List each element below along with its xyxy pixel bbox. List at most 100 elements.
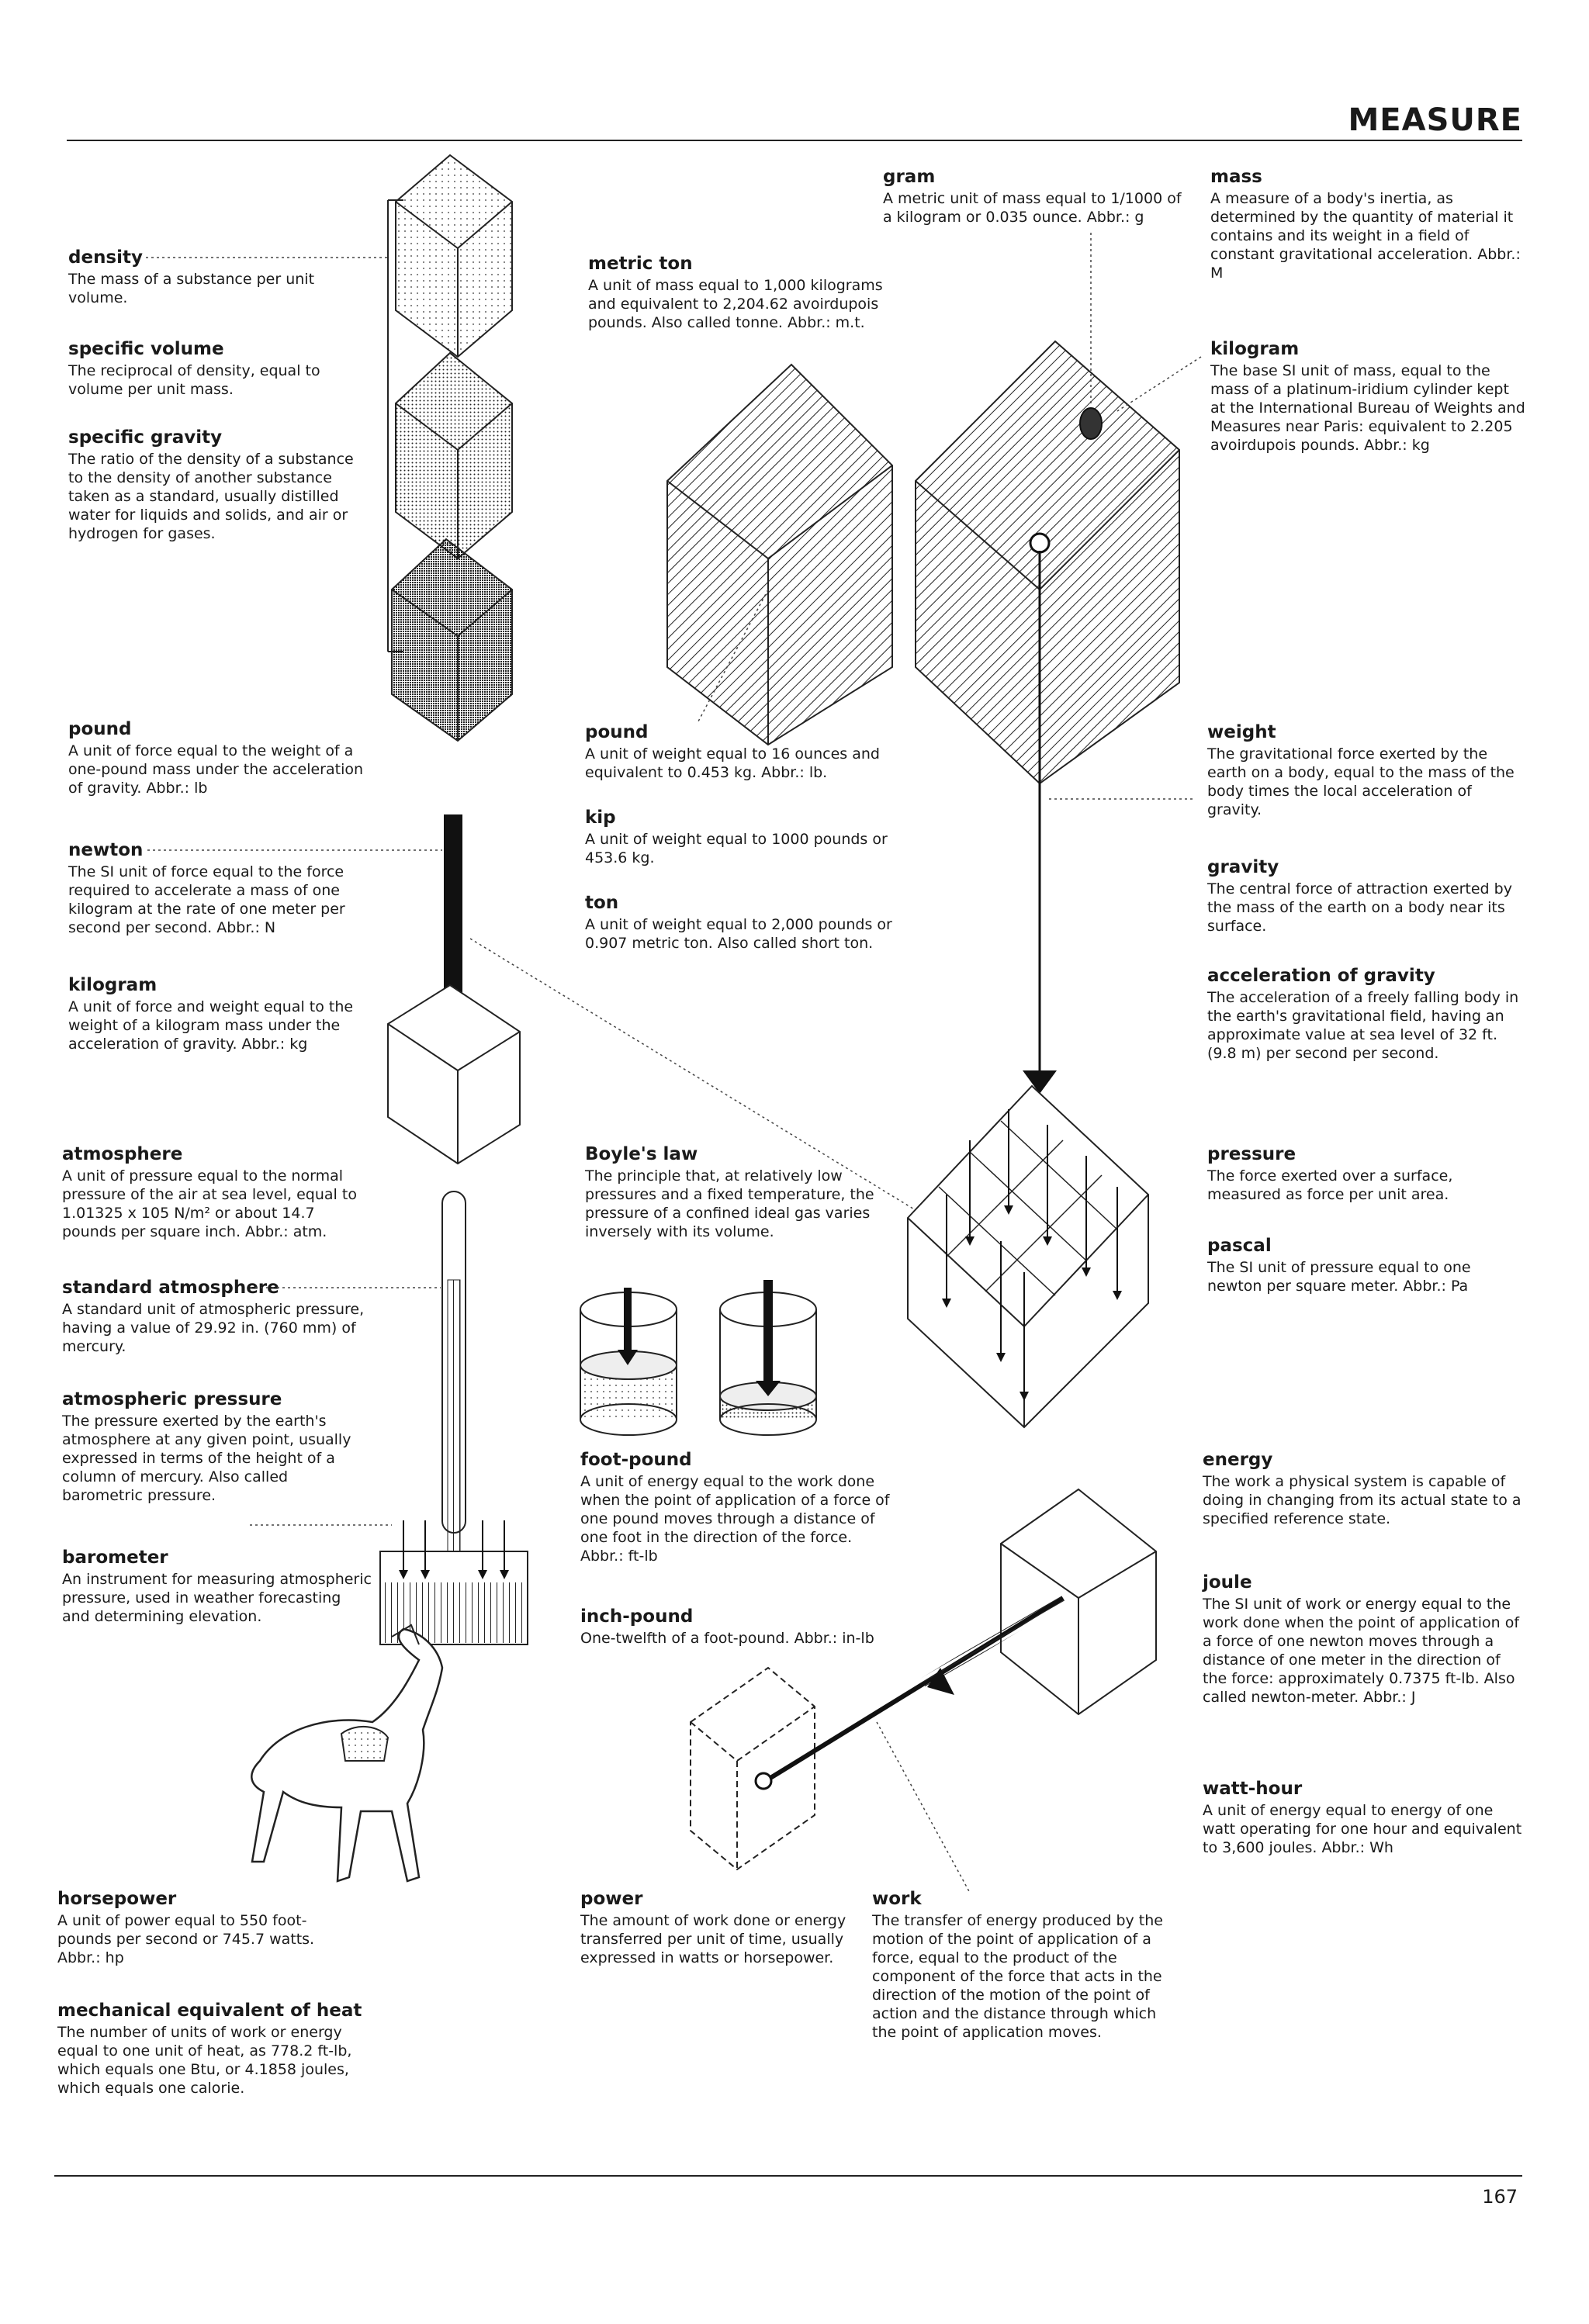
term-gram: gram — [883, 167, 936, 187]
def-foot-pound: A unit of energy equal to the work done … — [580, 1473, 890, 1565]
entry-gram: gram A metric unit of mass equal to 1/10… — [883, 166, 1193, 227]
header-rule — [67, 140, 1522, 141]
term-kip: kip — [585, 808, 616, 828]
entry-acceleration-of-gravity: acceleration of gravity The acceleration… — [1207, 965, 1525, 1063]
def-pound-force: A unit of force equal to the weight of a… — [68, 742, 364, 797]
def-acceleration-of-gravity: The acceleration of a freely falling bod… — [1207, 989, 1519, 1062]
term-boyles-law: Boyle's law — [585, 1144, 698, 1164]
def-pascal: The SI unit of pressure equal to one new… — [1207, 1259, 1471, 1295]
term-pascal: pascal — [1207, 1236, 1272, 1256]
term-kilogram-mass: kilogram — [1210, 339, 1300, 359]
def-specific-volume: The reciprocal of density, equal to volu… — [68, 362, 320, 398]
entry-watt-hour: watt-hour A unit of energy equal to ener… — [1203, 1778, 1528, 1857]
entry-horsepower: horsepower A unit of power equal to 550 … — [57, 1888, 337, 1967]
entry-kilogram-mass: kilogram The base SI unit of mass, equal… — [1210, 338, 1528, 455]
def-pressure: The force exerted over a surface, measur… — [1207, 1167, 1453, 1203]
def-work: The transfer of energy produced by the m… — [872, 1912, 1163, 2041]
kilogram-cube — [915, 233, 1202, 1094]
entry-specific-volume: specific volume The reciprocal of densit… — [68, 338, 363, 399]
entry-barometer: barometer An instrument for measuring at… — [62, 1547, 372, 1626]
def-pound-weight: A unit of weight equal to 16 ounces and … — [585, 745, 880, 781]
term-gravity: gravity — [1207, 857, 1279, 877]
def-ton: A unit of weight equal to 2,000 pounds o… — [585, 916, 892, 952]
def-gram: A metric unit of mass equal to 1/1000 of… — [883, 190, 1182, 226]
def-boyles-law: The principle that, at relatively low pr… — [585, 1167, 874, 1240]
def-specific-gravity: The ratio of the density of a substance … — [68, 451, 354, 542]
term-pound-weight: pound — [585, 722, 649, 742]
def-barometer: An instrument for measuring atmospheric … — [62, 1571, 372, 1625]
entry-density: density The mass of a substance per unit… — [68, 247, 363, 307]
term-atmosphere: atmosphere — [62, 1144, 183, 1164]
entry-power: power The amount of work done or energy … — [580, 1888, 852, 1967]
entry-joule: joule The SI unit of work or energy equa… — [1203, 1572, 1528, 1707]
term-atmospheric-pressure: atmospheric pressure — [62, 1389, 282, 1409]
term-mass: mass — [1210, 167, 1262, 187]
def-power: The amount of work done or energy transf… — [580, 1912, 846, 1966]
entry-ton: ton A unit of weight equal to 2,000 poun… — [585, 892, 895, 953]
cube-light — [395, 154, 513, 358]
def-weight: The gravitational force exerted by the e… — [1207, 745, 1515, 818]
term-power: power — [580, 1889, 643, 1909]
def-atmosphere: A unit of pressure equal to the normal p… — [62, 1167, 357, 1240]
entry-foot-pound: foot-pound A unit of energy equal to the… — [580, 1449, 891, 1565]
term-acceleration-of-gravity: acceleration of gravity — [1207, 966, 1435, 986]
entry-mass: mass A measure of a body's inertia, as d… — [1210, 166, 1528, 282]
entry-energy: energy The work a physical system is cap… — [1203, 1449, 1528, 1528]
section-title: MEASURE — [1348, 102, 1522, 138]
def-inch-pound: One-twelfth of a foot-pound. Abbr.: in-l… — [580, 1630, 874, 1647]
term-barometer: barometer — [62, 1548, 168, 1568]
entry-atmosphere: atmosphere A unit of pressure equal to t… — [62, 1143, 372, 1241]
term-newton: newton — [68, 840, 144, 860]
entry-standard-atmosphere: standard atmosphere A standard unit of a… — [62, 1277, 372, 1356]
pressure-grid — [907, 1084, 1149, 1429]
def-kip: A unit of weight equal to 1000 pounds or… — [585, 831, 888, 866]
boyles-law-cylinders — [580, 1280, 817, 1436]
term-pressure: pressure — [1207, 1144, 1296, 1164]
entry-work: work The transfer of energy produced by … — [872, 1888, 1182, 2042]
entry-atmospheric-pressure: atmospheric pressure The pressure exerte… — [62, 1389, 372, 1505]
term-pound-force: pound — [68, 719, 132, 739]
def-atmospheric-pressure: The pressure exerted by the earth's atmo… — [62, 1413, 351, 1504]
entry-pressure: pressure The force exerted over a surfac… — [1207, 1143, 1525, 1204]
term-kilogram-force: kilogram — [68, 975, 158, 995]
def-mass: A measure of a body's inertia, as determ… — [1210, 190, 1521, 282]
term-work: work — [872, 1889, 922, 1909]
cube-medium — [395, 351, 513, 560]
term-horsepower: horsepower — [57, 1889, 177, 1909]
cube-dark — [391, 538, 513, 742]
term-standard-atmosphere: standard atmosphere — [62, 1278, 279, 1298]
entry-specific-gravity: specific gravity The ratio of the densit… — [68, 427, 363, 543]
def-horsepower: A unit of power equal to 550 foot-pounds… — [57, 1912, 315, 1966]
def-watt-hour: A unit of energy equal to energy of one … — [1203, 1802, 1522, 1856]
entry-inch-pound: inch-pound One-twelfth of a foot-pound. … — [580, 1606, 891, 1648]
term-foot-pound: foot-pound — [580, 1450, 692, 1470]
entry-newton: newton The SI unit of force equal to the… — [68, 839, 371, 937]
footer-rule — [54, 2175, 1522, 2177]
term-weight: weight — [1207, 722, 1276, 742]
def-gravity: The central force of attraction exerted … — [1207, 880, 1512, 935]
entry-weight: weight The gravitational force exerted b… — [1207, 721, 1525, 819]
horse-figure — [251, 1624, 444, 1883]
def-kilogram-force: A unit of force and weight equal to the … — [68, 998, 354, 1053]
term-ton: ton — [585, 893, 619, 913]
entry-pound-force: pound A unit of force equal to the weigh… — [68, 718, 371, 797]
entry-kip: kip A unit of weight equal to 1000 pound… — [585, 807, 895, 867]
term-energy: energy — [1203, 1450, 1273, 1470]
def-energy: The work a physical system is capable of… — [1203, 1473, 1521, 1527]
term-watt-hour: watt-hour — [1203, 1779, 1303, 1799]
term-inch-pound: inch-pound — [580, 1606, 694, 1627]
term-joule: joule — [1203, 1572, 1252, 1593]
term-mechanical-equivalent-of-heat: mechanical equivalent of heat — [57, 2001, 362, 2021]
term-specific-volume: specific volume — [68, 339, 224, 359]
term-density: density — [68, 247, 143, 268]
def-joule: The SI unit of work or energy equal to t… — [1203, 1596, 1520, 1706]
entry-mechanical-equivalent-of-heat: mechanical equivalent of heat The number… — [57, 2000, 368, 2097]
def-density: The mass of a substance per unit volume. — [68, 271, 315, 306]
metric-ton-cube — [666, 363, 893, 746]
def-standard-atmosphere: A standard unit of atmospheric pressure,… — [62, 1301, 365, 1355]
term-metric-ton: metric ton — [588, 254, 693, 274]
entry-pound-weight: pound A unit of weight equal to 16 ounce… — [585, 721, 895, 782]
page-number: 167 — [1482, 2186, 1518, 2208]
def-kilogram-mass: The base SI unit of mass, equal to the m… — [1210, 362, 1525, 454]
entry-gravity: gravity The central force of attraction … — [1207, 856, 1525, 935]
